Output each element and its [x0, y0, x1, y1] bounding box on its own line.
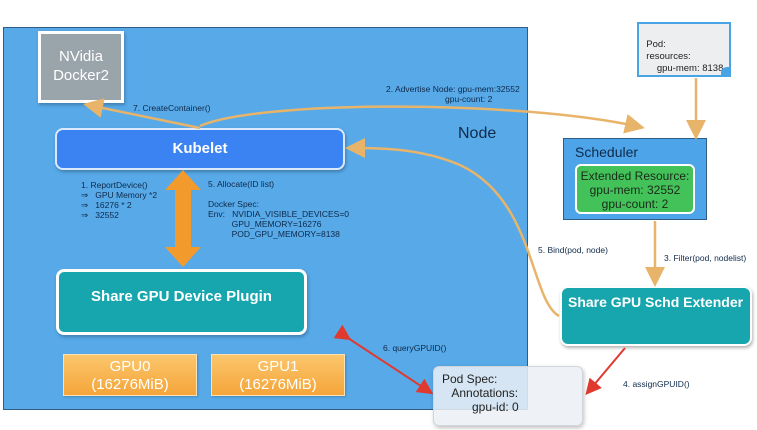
- label-bind: 5. Bind(pod, node): [538, 245, 608, 255]
- node-label: Node: [458, 125, 497, 142]
- arrow-bind: [345, 138, 560, 318]
- label-create-container: 7. CreateContainer(): [133, 103, 211, 113]
- gpu1-memory: (16276MiB): [239, 376, 317, 393]
- gpu0-name: GPU0: [109, 358, 151, 375]
- extended-resource-box: Extended Resource: gpu-mem: 32552 gpu-co…: [575, 164, 695, 214]
- nvidia-line2: Docker2: [53, 67, 109, 84]
- pod-note-text: Pod: resources: gpu-mem: 8138: [646, 39, 724, 74]
- pod-spec-box[interactable]: Pod Spec: Annotations: gpu-id: 0: [433, 366, 583, 426]
- label-assign-gpuid: 4. assignGPUID(): [623, 379, 690, 389]
- kubelet-box[interactable]: Kubelet: [55, 128, 345, 170]
- scheduler-title: Scheduler: [575, 144, 639, 160]
- arrow-create-container: [83, 98, 201, 130]
- share-gpu-device-plugin-box[interactable]: Share GPU Device Plugin: [56, 269, 307, 335]
- label-allocate: 5. Allocate(ID list) Docker Spec: Env: N…: [208, 179, 350, 239]
- arrow-advertise-node: [199, 105, 645, 134]
- label-filter: 3. Filter(pod, nodelist): [664, 253, 747, 263]
- gpu0-box[interactable]: GPU0 (16276MiB): [63, 354, 197, 396]
- double-arrow-kubelet-plugin: [165, 170, 201, 267]
- arrow-query-gpuid: [333, 324, 434, 395]
- label-query-gpuid: 6. queryGPUID(): [383, 343, 447, 353]
- gpu1-name: GPU1: [257, 358, 299, 375]
- arrow-assign-gpuid: [585, 347, 626, 396]
- gpu1-box[interactable]: GPU1 (16276MiB): [211, 354, 345, 396]
- nvidia-docker2-box[interactable]: NVidia Docker2: [38, 31, 124, 103]
- note-fold-icon: [721, 67, 731, 77]
- pod-resource-note[interactable]: Pod: resources: gpu-mem: 8138: [637, 22, 731, 77]
- share-gpu-schd-extender-box[interactable]: Share GPU Schd Extender: [560, 286, 752, 346]
- label-report-device: 1. ReportDevice() ⇒ GPU Memory *2 ⇒ 1627…: [81, 180, 158, 220]
- label-advertise-node: 2. Advertise Node: gpu-mem:32552 gpu-cou…: [386, 84, 520, 104]
- nvidia-line1: NVidia: [59, 48, 103, 66]
- gpu0-memory: (16276MiB): [91, 376, 169, 393]
